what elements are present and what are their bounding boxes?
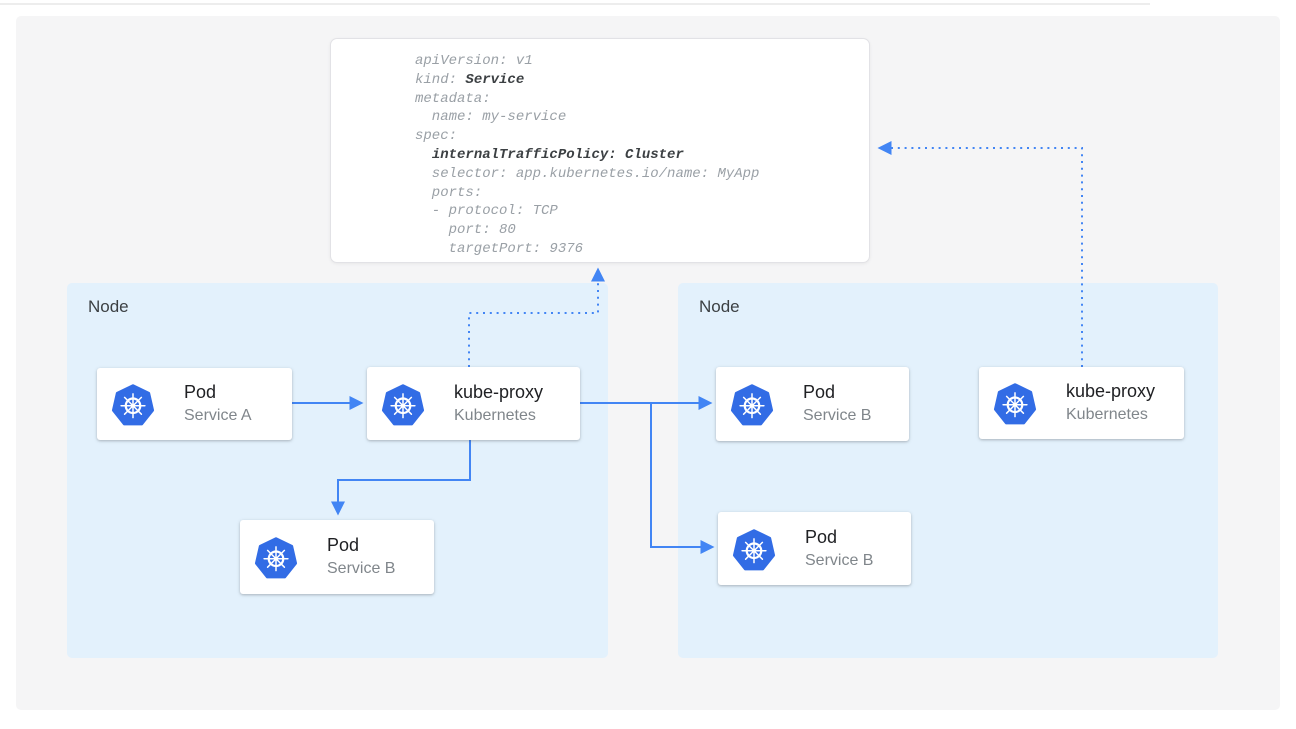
node-left: Node (67, 283, 608, 658)
card-subtitle: Kubernetes (1066, 406, 1148, 423)
node-right-label: Node (699, 297, 740, 316)
kubernetes-icon (254, 537, 298, 579)
card-pod-service-b-left: Pod Service B (240, 520, 434, 594)
yaml-line: ports: (415, 184, 483, 201)
top-border-line (0, 3, 1150, 5)
card-kube-proxy-left: kube-proxy Kubernetes (367, 367, 580, 440)
yaml-line: - protocol: TCP (415, 203, 558, 220)
card-pod-service-b-right-bottom: Pod Service B (718, 512, 911, 585)
card-title: Pod (805, 526, 838, 547)
kubernetes-icon (993, 383, 1037, 425)
yaml-line: internalTrafficPolicy: Cluster (431, 146, 684, 163)
card-subtitle: Service A (184, 407, 252, 424)
card-pod-service-a: Pod Service A (97, 368, 292, 440)
service-yaml-card: apiVersion: v1 kind: Service metadata: nam… (330, 38, 870, 263)
card-title: kube-proxy (1066, 381, 1156, 401)
card-title: Pod (327, 535, 360, 555)
card-title: kube-proxy (454, 381, 544, 402)
kubernetes-icon (381, 383, 425, 425)
yaml-line: apiVersion: v1 (415, 53, 533, 69)
kubernetes-icon (111, 384, 155, 426)
yaml-line: port: 80 (415, 222, 516, 239)
card-subtitle: Kubernetes (454, 406, 536, 424)
yaml-line: targetPort: 9376 (415, 240, 584, 257)
node-right: Node (678, 283, 1218, 658)
node-left-label: Node (88, 297, 129, 316)
card-pod-service-b-right-top: Pod Service B (716, 367, 909, 441)
card-subtitle: Service B (327, 560, 396, 577)
kubernetes-icon (730, 384, 774, 426)
yaml-line: selector: app.kubernetes.io/name: MyApp (415, 165, 760, 182)
yaml-line: name: my-service (415, 109, 567, 126)
kubernetes-icon (732, 528, 776, 570)
card-subtitle: Service B (805, 551, 874, 569)
card-kube-proxy-right: kube-proxy Kubernetes (979, 367, 1184, 439)
card-title: Pod (803, 382, 836, 402)
yaml-line: kind: Service (415, 71, 525, 88)
yaml-code: apiVersion: v1 kind: Service metadata: nam… (415, 52, 861, 259)
yaml-line: spec: (415, 128, 458, 145)
yaml-line: metadata: (415, 90, 491, 107)
card-subtitle: Service B (803, 407, 872, 424)
card-title: Pod (184, 382, 217, 402)
